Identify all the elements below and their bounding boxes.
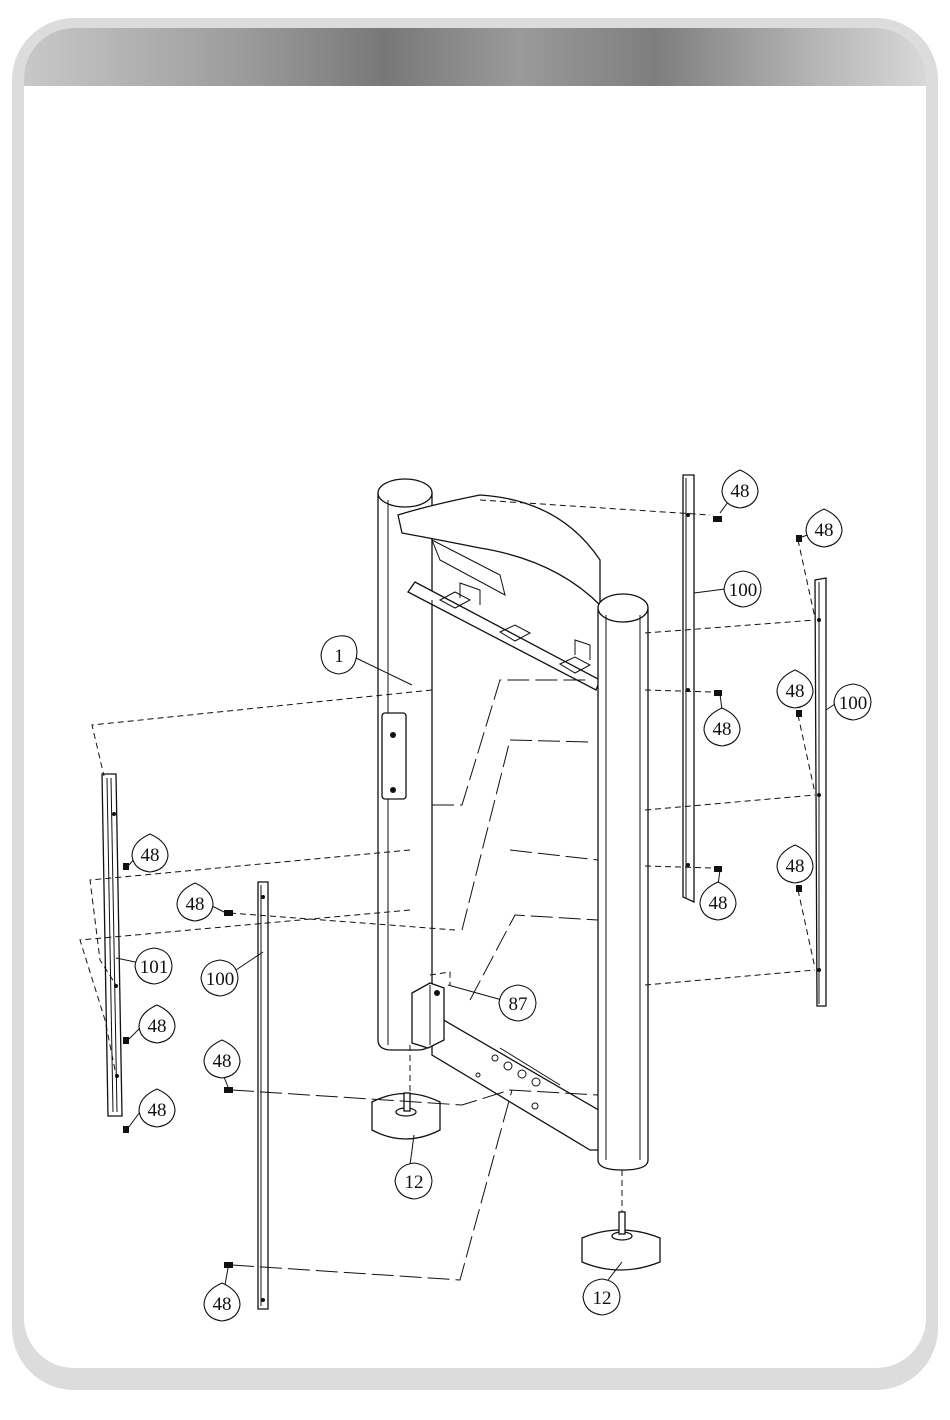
callout-48-k: 48: [139, 1089, 175, 1127]
callout-12-a: 12: [395, 1163, 432, 1199]
callout-101: 101: [135, 948, 172, 984]
svg-text:101: 101: [140, 957, 169, 978]
strip-101: [102, 774, 122, 1116]
callout-48-d: 48: [704, 708, 740, 746]
svg-text:48: 48: [786, 856, 805, 877]
svg-text:48: 48: [186, 894, 205, 915]
callout-48-a: 48: [722, 470, 758, 508]
svg-text:100: 100: [206, 969, 235, 990]
svg-text:87: 87: [509, 994, 528, 1015]
svg-text:48: 48: [786, 681, 805, 702]
svg-text:48: 48: [141, 845, 160, 866]
svg-text:48: 48: [213, 1051, 232, 1072]
callout-48-h: 48: [177, 883, 213, 921]
svg-text:48: 48: [713, 719, 732, 740]
svg-text:48: 48: [148, 1100, 167, 1121]
main-frame: [378, 479, 648, 1170]
strip-100-left: [258, 882, 268, 1309]
svg-text:100: 100: [729, 580, 758, 601]
callout-100-b: 100: [834, 684, 871, 720]
callout-12-b: 12: [583, 1279, 620, 1315]
strip-100-right: [815, 578, 826, 1006]
svg-text:48: 48: [815, 520, 834, 541]
foot-right: [582, 1212, 660, 1270]
svg-text:48: 48: [213, 1294, 232, 1315]
callout-48-j: 48: [204, 1040, 240, 1078]
strip-100-top: [683, 475, 694, 902]
svg-text:12: 12: [593, 1288, 612, 1309]
svg-text:48: 48: [731, 481, 750, 502]
callout-48-b: 48: [806, 509, 842, 547]
callout-100-a: 100: [724, 571, 761, 607]
callout-100-c: 100: [201, 960, 238, 996]
svg-text:12: 12: [405, 1172, 424, 1193]
svg-text:48: 48: [709, 893, 728, 914]
callout-48-g: 48: [132, 834, 168, 872]
callout-label-frame: 1: [334, 646, 344, 667]
svg-text:48: 48: [148, 1016, 167, 1037]
callout-48-l: 48: [204, 1283, 240, 1321]
svg-text:100: 100: [839, 693, 868, 714]
callout-48-c: 48: [777, 670, 813, 708]
callout-48-e: 48: [777, 845, 813, 883]
callout-1: 1: [321, 636, 357, 674]
callout-48-f: 48: [700, 882, 736, 920]
callout-87: 87: [499, 985, 536, 1021]
bracket-87: [412, 983, 444, 1048]
callout-48-i: 48: [139, 1005, 175, 1043]
